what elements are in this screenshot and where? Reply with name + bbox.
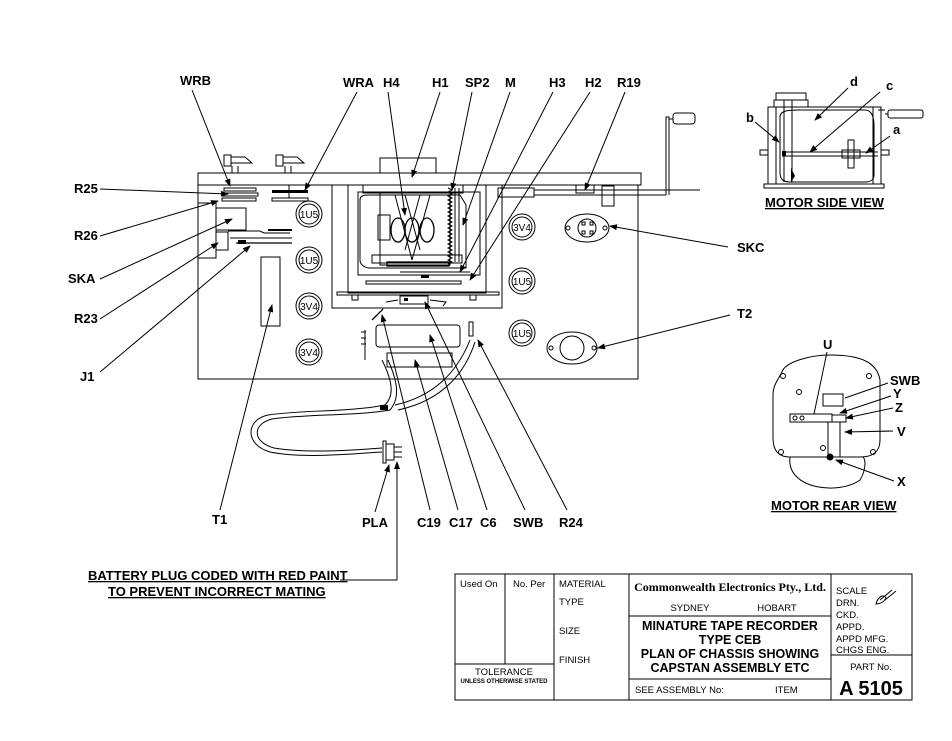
label-r25: R25 bbox=[74, 181, 98, 196]
battery-cable bbox=[250, 339, 476, 464]
tubes: 1U5 1U5 3V4 3V4 3V4 1U5 1U5 bbox=[295, 200, 536, 366]
title-line-4: CAPSTAN ASSEMBLY ETC bbox=[650, 661, 809, 675]
label-d: d bbox=[850, 74, 858, 89]
tube: 1U5 bbox=[295, 246, 323, 274]
motor-rear-view-title: MOTOR REAR VIEW bbox=[771, 498, 897, 513]
label-t1: T1 bbox=[212, 512, 227, 527]
chassis-body bbox=[197, 112, 700, 380]
label-x: X bbox=[897, 474, 906, 489]
ckd-label: CKD. bbox=[836, 610, 859, 621]
label-v: V bbox=[897, 424, 906, 439]
motor-side-view-title: MOTOR SIDE VIEW bbox=[765, 195, 885, 210]
drn-label: DRN. bbox=[836, 598, 859, 609]
label-h4: H4 bbox=[383, 75, 400, 90]
tube: 3V4 bbox=[508, 213, 536, 241]
label-c: c bbox=[886, 78, 893, 93]
title-line-3: PLAN OF CHASSIS SHOWING bbox=[641, 647, 819, 661]
appd-label: APPD. bbox=[836, 622, 865, 633]
tube: 3V4 bbox=[295, 338, 323, 366]
label-r19: R19 bbox=[617, 75, 641, 90]
tolerance-label: TOLERANCE bbox=[475, 667, 533, 678]
label-h3: H3 bbox=[549, 75, 566, 90]
label-t2: T2 bbox=[737, 306, 752, 321]
tube-label: 3V4 bbox=[300, 348, 318, 359]
label-swb: SWB bbox=[513, 515, 543, 530]
drawn-by-signature-icon bbox=[875, 589, 897, 605]
part-number: A 5105 bbox=[839, 678, 903, 700]
tube-label: 1U5 bbox=[513, 277, 532, 288]
see-assembly-label: SEE ASSEMBLY No: bbox=[635, 685, 724, 696]
city-sydney: SYDNEY bbox=[670, 603, 710, 614]
material-label: MATERIAL bbox=[559, 579, 606, 590]
label-sp2: SP2 bbox=[465, 75, 490, 90]
label-j1: J1 bbox=[80, 369, 94, 384]
appd-mfg-label: APPD MFG. bbox=[836, 634, 888, 645]
title-line-2: TYPE CEB bbox=[699, 633, 762, 647]
city-hobart: HOBART bbox=[757, 603, 797, 614]
label-c17: C17 bbox=[449, 515, 473, 530]
label-wra: WRA bbox=[343, 75, 375, 90]
main-labels: WRB WRA H4 H1 SP2 M H3 H2 R19 R25 R26 SK… bbox=[68, 73, 765, 599]
tube-label: 3V4 bbox=[300, 302, 318, 313]
motor-rear-view: U SWB Y Z V X MOTOR REAR VIEW bbox=[771, 337, 920, 513]
tube-label: 3V4 bbox=[513, 223, 531, 234]
label-wrb: WRB bbox=[180, 73, 211, 88]
tube-label: 1U5 bbox=[300, 210, 319, 221]
label-r26: R26 bbox=[74, 228, 98, 243]
label-r24: R24 bbox=[559, 515, 584, 530]
company-name: Commonwealth Electronics Pty., Ltd. bbox=[634, 580, 826, 594]
note-line-1: BATTERY PLUG CODED WITH RED PAINT bbox=[88, 568, 348, 583]
tube-label: 1U5 bbox=[513, 329, 532, 340]
item-label: ITEM bbox=[775, 685, 798, 696]
title-line-1: MINATURE TAPE RECORDER bbox=[642, 619, 818, 633]
label-c6: C6 bbox=[480, 515, 497, 530]
scale-label: SCALE bbox=[836, 586, 867, 597]
size-label: SIZE bbox=[559, 626, 580, 637]
tube: 1U5 bbox=[295, 200, 323, 228]
label-skc: SKC bbox=[737, 240, 765, 255]
tube: 3V4 bbox=[295, 292, 323, 320]
no-per-label: No. Per bbox=[513, 579, 545, 590]
title-block: Used On No. Per MATERIAL TYPE SIZE FINIS… bbox=[454, 573, 913, 701]
label-z: Z bbox=[895, 400, 903, 415]
label-m: M bbox=[505, 75, 516, 90]
label-u: U bbox=[823, 337, 832, 352]
used-on-label: Used On bbox=[460, 579, 498, 590]
tube: 1U5 bbox=[508, 267, 536, 295]
label-b: b bbox=[746, 110, 754, 125]
finish-label: FINISH bbox=[559, 655, 590, 666]
tolerance-sub-label: UNLESS OTHERWISE STATED bbox=[460, 679, 548, 685]
motor-side-view: d c b a MOTOR SIDE VIEW bbox=[746, 74, 924, 210]
label-swb-rear: SWB bbox=[890, 373, 920, 388]
label-y: Y bbox=[893, 386, 902, 401]
part-no-label: PART No. bbox=[850, 662, 892, 673]
label-ska: SKA bbox=[68, 271, 96, 286]
chgs-eng-label: CHGS ENG. bbox=[836, 645, 889, 656]
label-c19: C19 bbox=[417, 515, 441, 530]
label-a: a bbox=[893, 122, 901, 137]
label-r23: R23 bbox=[74, 311, 98, 326]
label-h2: H2 bbox=[585, 75, 602, 90]
tube-label: 1U5 bbox=[300, 256, 319, 267]
note-line-2: TO PREVENT INCORRECT MATING bbox=[108, 584, 326, 599]
type-label: TYPE bbox=[559, 597, 584, 608]
tube: 1U5 bbox=[508, 319, 536, 347]
label-h1: H1 bbox=[432, 75, 449, 90]
label-pla: PLA bbox=[362, 515, 389, 530]
